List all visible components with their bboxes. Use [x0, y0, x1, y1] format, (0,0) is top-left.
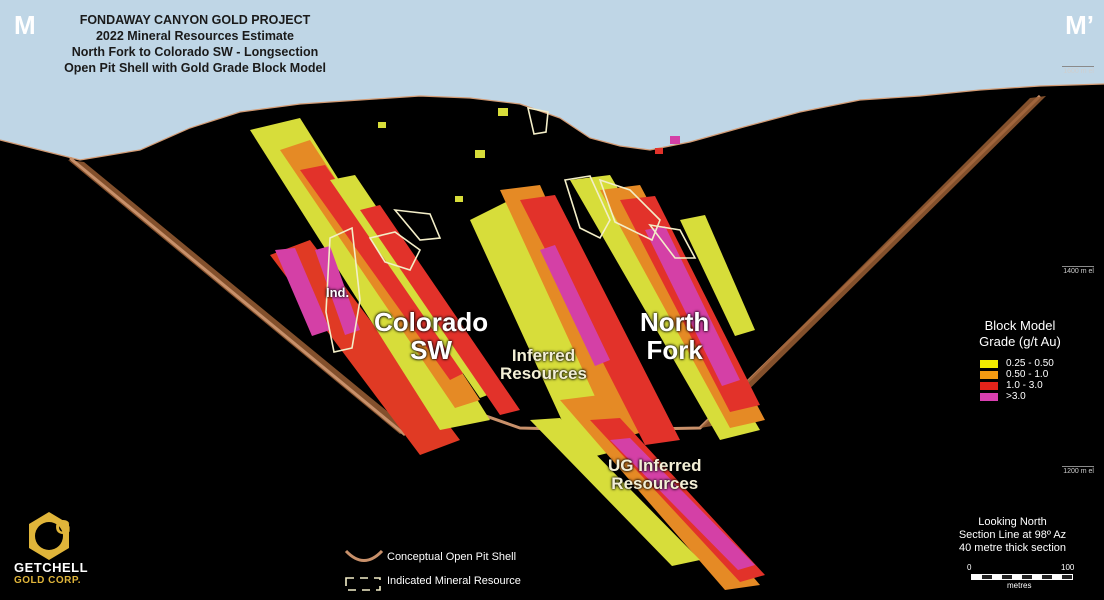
section-end-label: M’ [1065, 10, 1094, 40]
scale-start: 0 [967, 563, 972, 572]
logo-subtitle: GOLD CORP. [14, 575, 82, 586]
legend-label: 0.25 - 0.50 [1006, 358, 1054, 369]
orientation-note: Looking North Section Line at 98º Az 40 … [958, 516, 1067, 554]
section-start-label: M [14, 10, 36, 40]
legend-item: >3.0 [980, 391, 1104, 402]
legend-swatch [980, 370, 998, 379]
north-fork-label: North Fork [640, 307, 710, 365]
logo-mark: G [55, 517, 71, 539]
title-line-4: Open Pit Shell with Gold Grade Block Mod… [64, 61, 326, 75]
legend-label: 0.50 - 1.0 [1006, 369, 1049, 380]
key-indicated-symbol [345, 577, 381, 591]
north-fork-bodies [570, 175, 765, 440]
scale-end: 100 [1061, 563, 1075, 572]
legend-swatch [980, 359, 998, 368]
legend-item: 1.0 - 3.0 [980, 380, 1104, 391]
elevation-label-1200: 1200 m el [1062, 466, 1094, 475]
inferred-resources-label: Inferred Resources [500, 346, 587, 383]
legend-label: 1.0 - 3.0 [1006, 380, 1043, 391]
topography-line [0, 83, 1104, 161]
title-line-1: FONDAWAY CANYON GOLD PROJECT [79, 13, 311, 27]
symbol-key: Conceptual Open Pit Shell Indicated Mine… [343, 545, 521, 593]
elevation-label-1400: 1400 m el [1062, 266, 1094, 275]
elevation-label-1600: 1600 m el [1062, 66, 1094, 75]
pit-shell-right-wall [700, 96, 1046, 428]
logo-name: GETCHELL [14, 560, 89, 575]
key-indicated: Indicated Mineral Resource [387, 575, 521, 587]
legend-item: 0.25 - 0.50 [980, 358, 1104, 369]
legend-swatch [980, 392, 998, 401]
key-pit-shell: Conceptual Open Pit Shell [387, 551, 517, 563]
legend-title: Block Model Grade (g/t Au) [979, 318, 1061, 349]
legend-item: 0.50 - 1.0 [980, 369, 1104, 380]
ug-inferred-resources-label: UG Inferred Resources [608, 456, 702, 493]
indicated-outlines [325, 106, 697, 353]
legend-label: >3.0 [1006, 391, 1026, 402]
title-block: FONDAWAY CANYON GOLD PROJECT 2022 Minera… [40, 12, 350, 76]
colorado-sw-label: Colorado SW [374, 307, 489, 365]
key-pit-shell-symbol [344, 549, 384, 562]
logo-hex-inner [35, 522, 63, 550]
indicated-label: Ind. [326, 285, 350, 300]
scale-unit: metres [1007, 581, 1032, 590]
colorado-sw-bodies [250, 118, 520, 455]
inferred-bodies [470, 185, 680, 460]
title-line-2: 2022 Mineral Resources Estimate [95, 29, 295, 43]
scale-bar-graphic [971, 574, 1073, 580]
title-line-3: North Fork to Colorado SW - Longsection [71, 45, 319, 59]
scale-bar: 0 100 metres [967, 563, 1077, 596]
scattered-blocks [378, 108, 680, 202]
ug-inferred-bodies [530, 395, 765, 590]
legend-swatch [980, 381, 998, 390]
